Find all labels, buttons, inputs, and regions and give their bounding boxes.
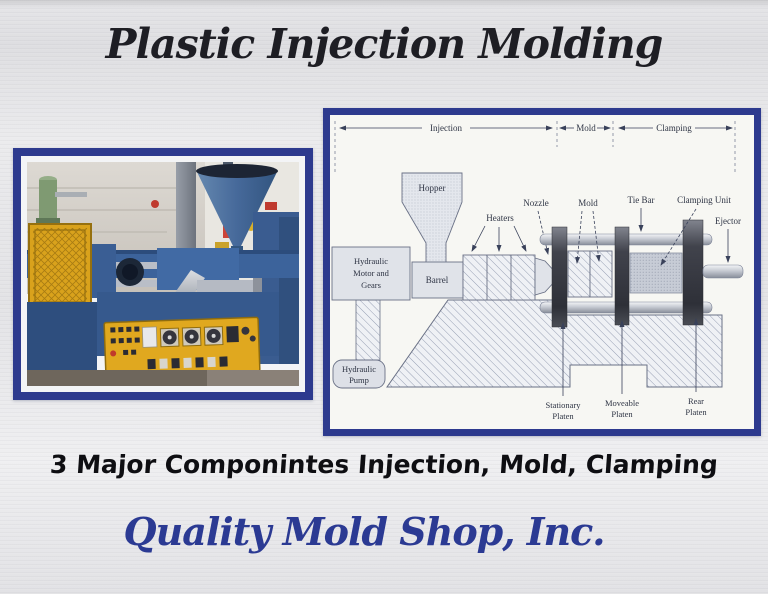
clamping-unit-leader [660, 208, 697, 266]
photo-floor-light [207, 370, 299, 386]
nozzle-label: Nozzle [523, 198, 548, 208]
svg-text:Moveable: Moveable [605, 398, 639, 408]
photo-machine-rear-edge [279, 217, 299, 364]
ejector-label: Ejector [715, 216, 741, 226]
hydraulic-motor-label-3: Gears [361, 280, 381, 290]
svg-text:Platen: Platen [611, 409, 633, 419]
hydraulic-column [355, 299, 381, 361]
section-label-injection: Injection [430, 123, 462, 133]
svg-text:Rear: Rear [688, 396, 704, 406]
stationary-platen [551, 226, 568, 328]
svg-text:Platen: Platen [552, 411, 574, 421]
hydraulic-motor-label-1: Hydraulic [354, 256, 388, 266]
section-label-clamping: Clamping [656, 123, 692, 133]
section-label-mold: Mold [576, 123, 596, 133]
ejector-rod [702, 264, 744, 279]
heaters-label: Heaters [486, 213, 514, 223]
mold-leaders [575, 210, 601, 264]
diagram-frame: Injection Mold Clamping Hydraulic Pump H… [323, 108, 761, 436]
slide-caption: 3 Major Componintes Injection, Mold, Cla… [49, 450, 719, 479]
hydraulic-pump-label-1: Hydraulic [342, 364, 376, 374]
svg-text:Stationary: Stationary [546, 400, 582, 410]
clamping-unit [629, 252, 683, 294]
company-name: Quality Mold Shop, Inc. [123, 509, 606, 554]
svg-text:Platen: Platen [685, 407, 707, 417]
mold-blocks [567, 250, 613, 298]
photo-steel-column [176, 162, 196, 262]
barrel: Barrel [411, 261, 464, 299]
machine-photo [27, 162, 299, 386]
hydraulic-motor-label-2: Motor and [353, 268, 389, 278]
photo-control-panel [103, 316, 261, 378]
hopper-label: Hopper [419, 183, 446, 193]
hydraulic-pump: Hydraulic Pump [332, 359, 386, 389]
diagram-dimension-dashes [334, 121, 736, 173]
mold-label: Mold [578, 198, 598, 208]
rear-platen-label: Rear Platen [685, 318, 707, 417]
clamping-unit-label: Clamping Unit [677, 195, 731, 205]
barrel-label: Barrel [426, 275, 449, 285]
hydraulic-motor: Hydraulic Motor and Gears [331, 246, 411, 301]
moveable-platen [614, 226, 630, 326]
tie-bar-label: Tie Bar [628, 195, 655, 205]
hydraulic-pump-label-2: Pump [349, 375, 369, 385]
moveable-platen-label: Moveable Platen [605, 320, 639, 419]
stationary-platen-label: Stationary Platen [546, 322, 582, 421]
photo-injection-unit [157, 248, 262, 312]
photo-background-motor [36, 176, 87, 226]
slide-title: Plastic Injection Molding [105, 20, 664, 68]
photo-mesh-guard [28, 223, 92, 309]
rear-platen [682, 219, 704, 326]
heaters: Heaters [462, 213, 536, 301]
machine-diagram: Injection Mold Clamping Hydraulic Pump H… [330, 115, 754, 429]
machine-photo-frame [13, 148, 313, 400]
